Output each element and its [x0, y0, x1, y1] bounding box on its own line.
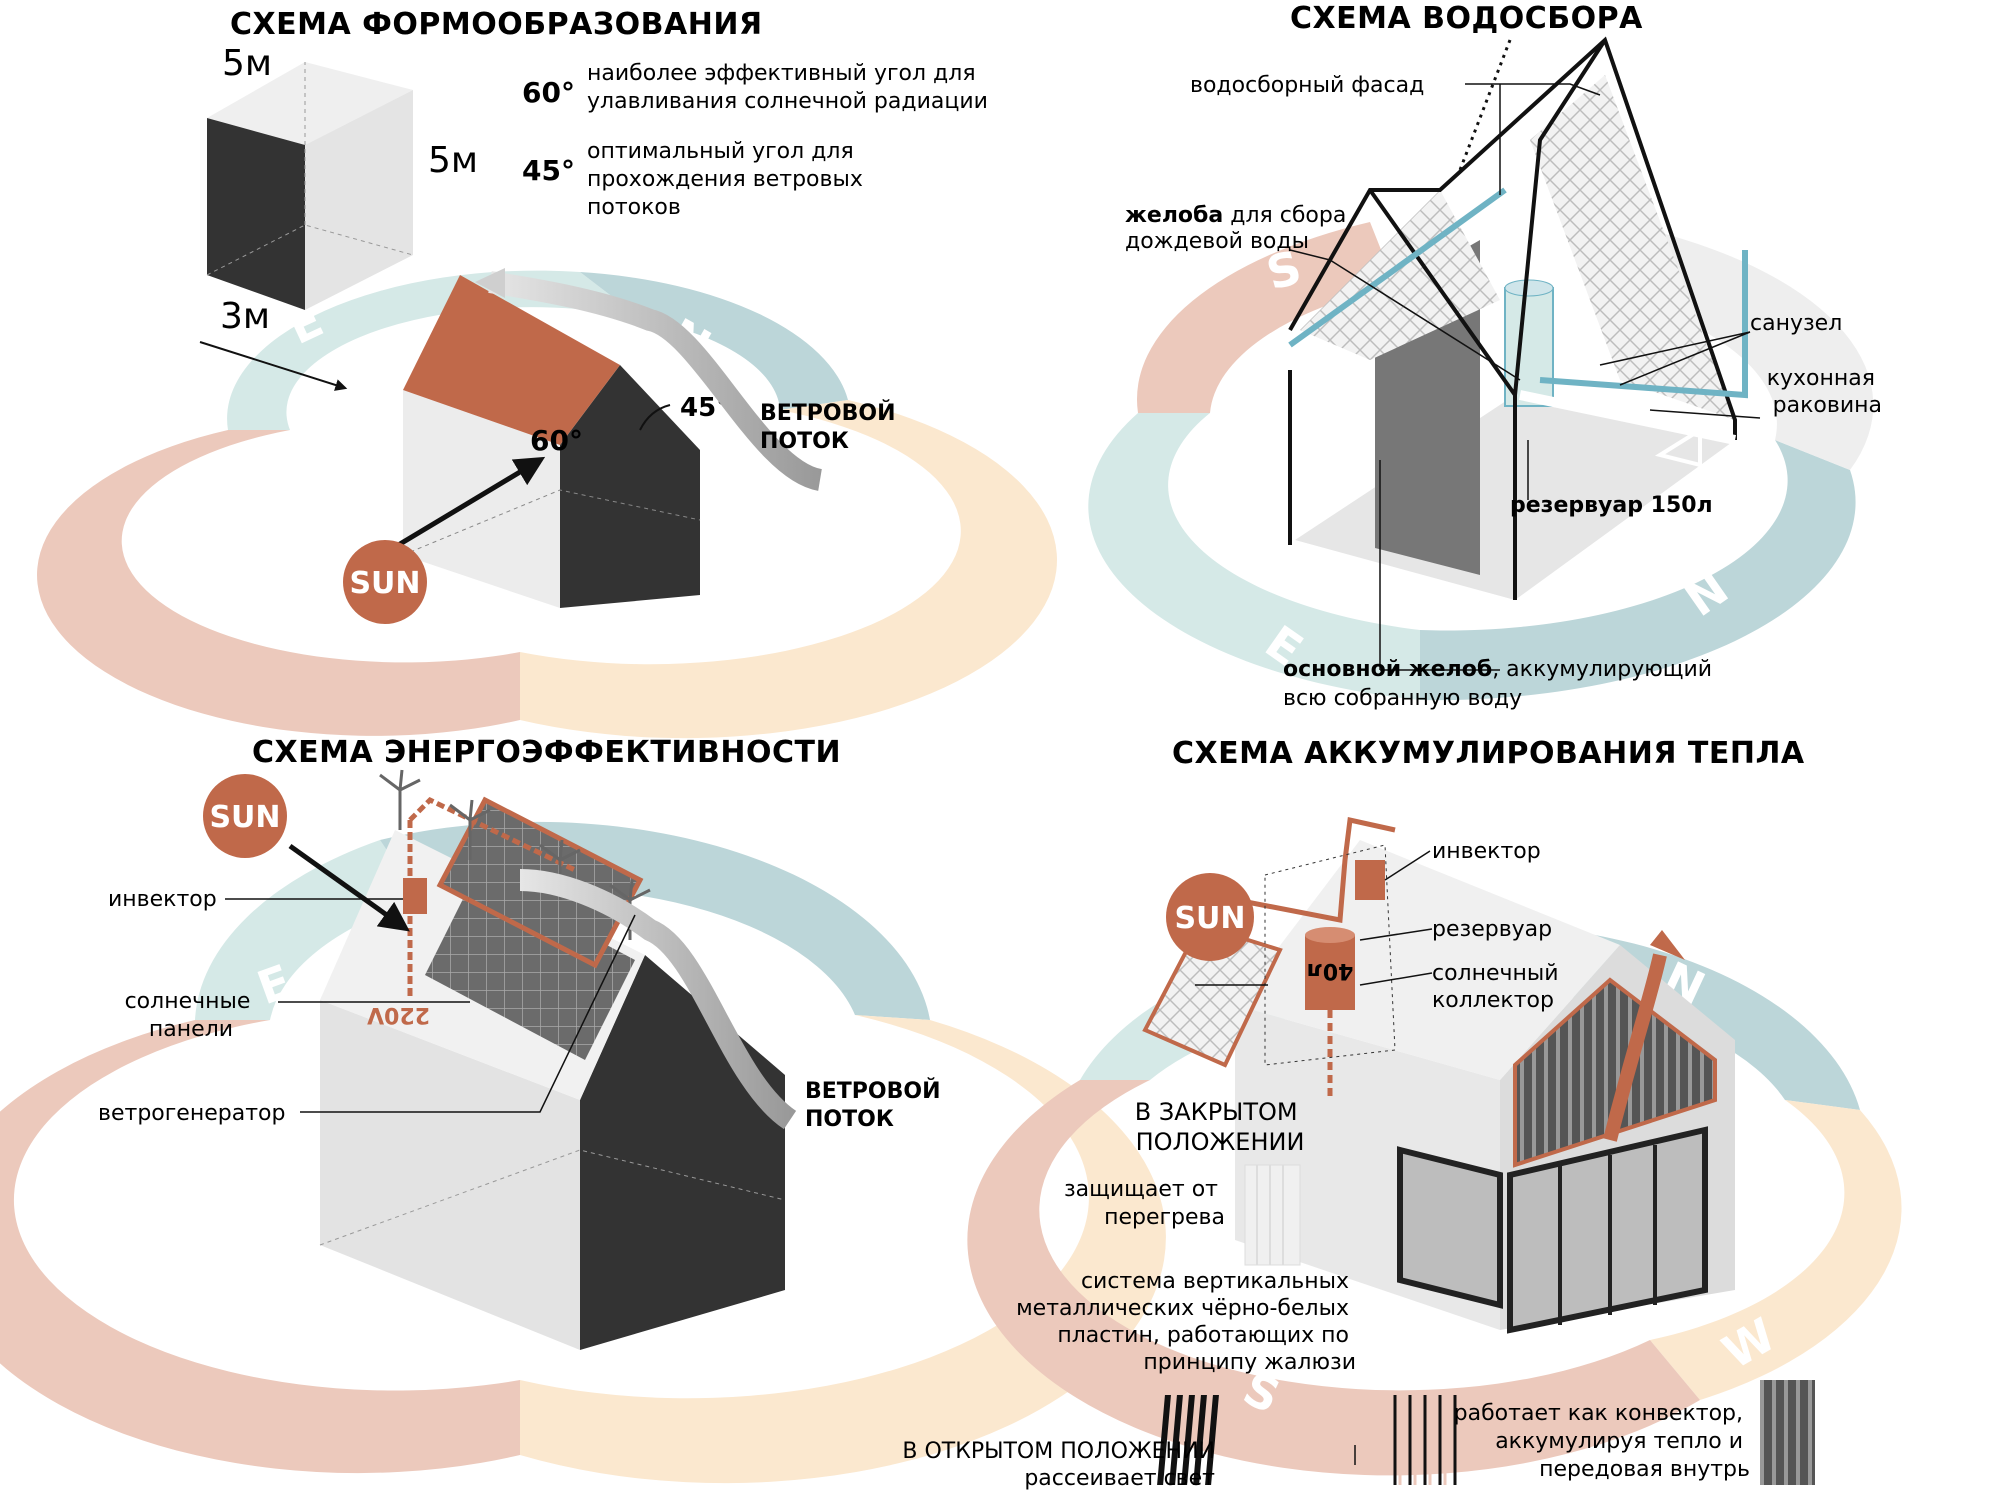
form-angle60-value: 60° [522, 76, 575, 109]
heat-house [1235, 840, 1735, 1334]
form-house [402, 275, 701, 608]
water-tank-label: резервуар 150л [1510, 493, 1713, 518]
heat-open-text: рассеивает свет [1024, 1466, 1215, 1491]
heat-open-plates-icon [1157, 1380, 1815, 1485]
heat-louver-icon [1513, 977, 1717, 1168]
heat-title: СХЕМА АККУМУЛИРОВАНИЯ ТЕПЛА [1172, 736, 1805, 771]
energy-inverter-label: инвектор [108, 887, 217, 912]
form-angle45-value: 45° [522, 154, 575, 187]
water-bathroom-label: санузел [1750, 311, 1842, 336]
heat-closed-plates-icon [1244, 1164, 1301, 1266]
form-dim-right: 5м [428, 140, 478, 181]
water-leaders [1289, 83, 1761, 671]
form-sun-icon [343, 540, 427, 624]
energy-compass-w: W [789, 1302, 860, 1374]
energy-title: СХЕМА ЭНЕРГОЭФФЕКТИВНОСТИ [252, 735, 841, 770]
water-sink-label: кухонная раковина [1767, 366, 1882, 418]
heat-leaders [1195, 850, 1433, 1465]
water-panel: СХЕМА ВОДОСБОРА S E N [1088, 1, 1882, 711]
form-dim-top: 5м [222, 43, 272, 84]
energy-solar-panel-icon [425, 875, 635, 1060]
heat-collector: 40л [1142, 816, 1396, 1100]
energy-inverter-icon [403, 878, 427, 914]
form-compass-w: W [714, 577, 785, 649]
heat-tank-volume: 40л [1307, 958, 1354, 983]
energy-compass-s: S [266, 1320, 316, 1382]
energy-sun-icon [203, 774, 287, 858]
heat-sun-label: SUN [1174, 901, 1245, 936]
energy-voltage: 220V [367, 1002, 430, 1027]
form-sun-label: SUN [349, 566, 420, 601]
heat-tank-icon [1305, 935, 1355, 1010]
heat-sun-icon [1166, 873, 1254, 961]
water-title: СХЕМА ВОДОСБОРА [1290, 1, 1643, 36]
form-compass-s: S [296, 590, 346, 652]
heat-inverter-icon [1355, 860, 1385, 900]
energy-wind-label: ВЕТРОВОЙ ПОТОК [805, 1078, 948, 1132]
energy-wind-arrow [519, 869, 797, 1130]
form-wind-arrow [488, 271, 823, 491]
heat-protects-label: защищает от перегрева [1064, 1177, 1225, 1230]
heat-panel: СХЕМА АККУМУЛИРОВАНИЯ ТЕПЛА N S W [902, 736, 1902, 1491]
energy-house [319, 796, 786, 1350]
heat-open-title: В ОТКРЫТОМ ПОЛОЖЕНИИ [902, 1439, 1215, 1464]
form-panel: СХЕМА ФОРМООБРАЗОВАНИЯ E N S W 5м 5м 3м … [37, 7, 1057, 739]
energy-sun-label: SUN [209, 800, 280, 835]
water-tank-icon [1504, 287, 1554, 407]
water-house [1288, 36, 1748, 600]
form-wind-label: ВЕТРОВОЙ ПОТОК [760, 400, 903, 454]
water-gutters-label: желоба для сбора дождевой воды [1125, 203, 1353, 254]
energy-leaders [225, 898, 636, 1113]
form-roof-angle-60: 60° [530, 424, 583, 457]
energy-panel: СХЕМА ЭНЕРГОЭФФЕКТИВНОСТИ E N S W 220V [0, 735, 1166, 1484]
heat-system-label: система вертикальных металлических чёрно… [1016, 1269, 1356, 1375]
form-angle60-text: наиболее эффективный угол для улавливани… [587, 61, 988, 114]
energy-turbine-label: ветрогенератор [98, 1101, 285, 1126]
heat-tank-label: резервуар [1432, 917, 1552, 942]
water-main-gutter-label: основной желоб, аккумулирующий всю собра… [1283, 657, 1719, 711]
heat-convector-label: работает как конвектор, аккумулируя тепл… [1454, 1401, 1750, 1482]
water-facade-label: водосборный фасад [1190, 73, 1424, 98]
form-angle45-text: оптимальный угол для прохождения ветровы… [587, 139, 870, 220]
form-title: СХЕМА ФОРМООБРАЗОВАНИЯ [230, 7, 763, 42]
form-dim-bottom: 3м [220, 296, 270, 337]
heat-inverter-label: инвектор [1432, 839, 1541, 864]
form-cube [206, 62, 414, 310]
heat-closed-label: В ЗАКРЫТОМ ПОЛОЖЕНИИ [1135, 1098, 1305, 1156]
heat-collector-label: солнечный коллектор [1432, 961, 1566, 1013]
energy-panels-label: солнечные панели [125, 989, 258, 1042]
